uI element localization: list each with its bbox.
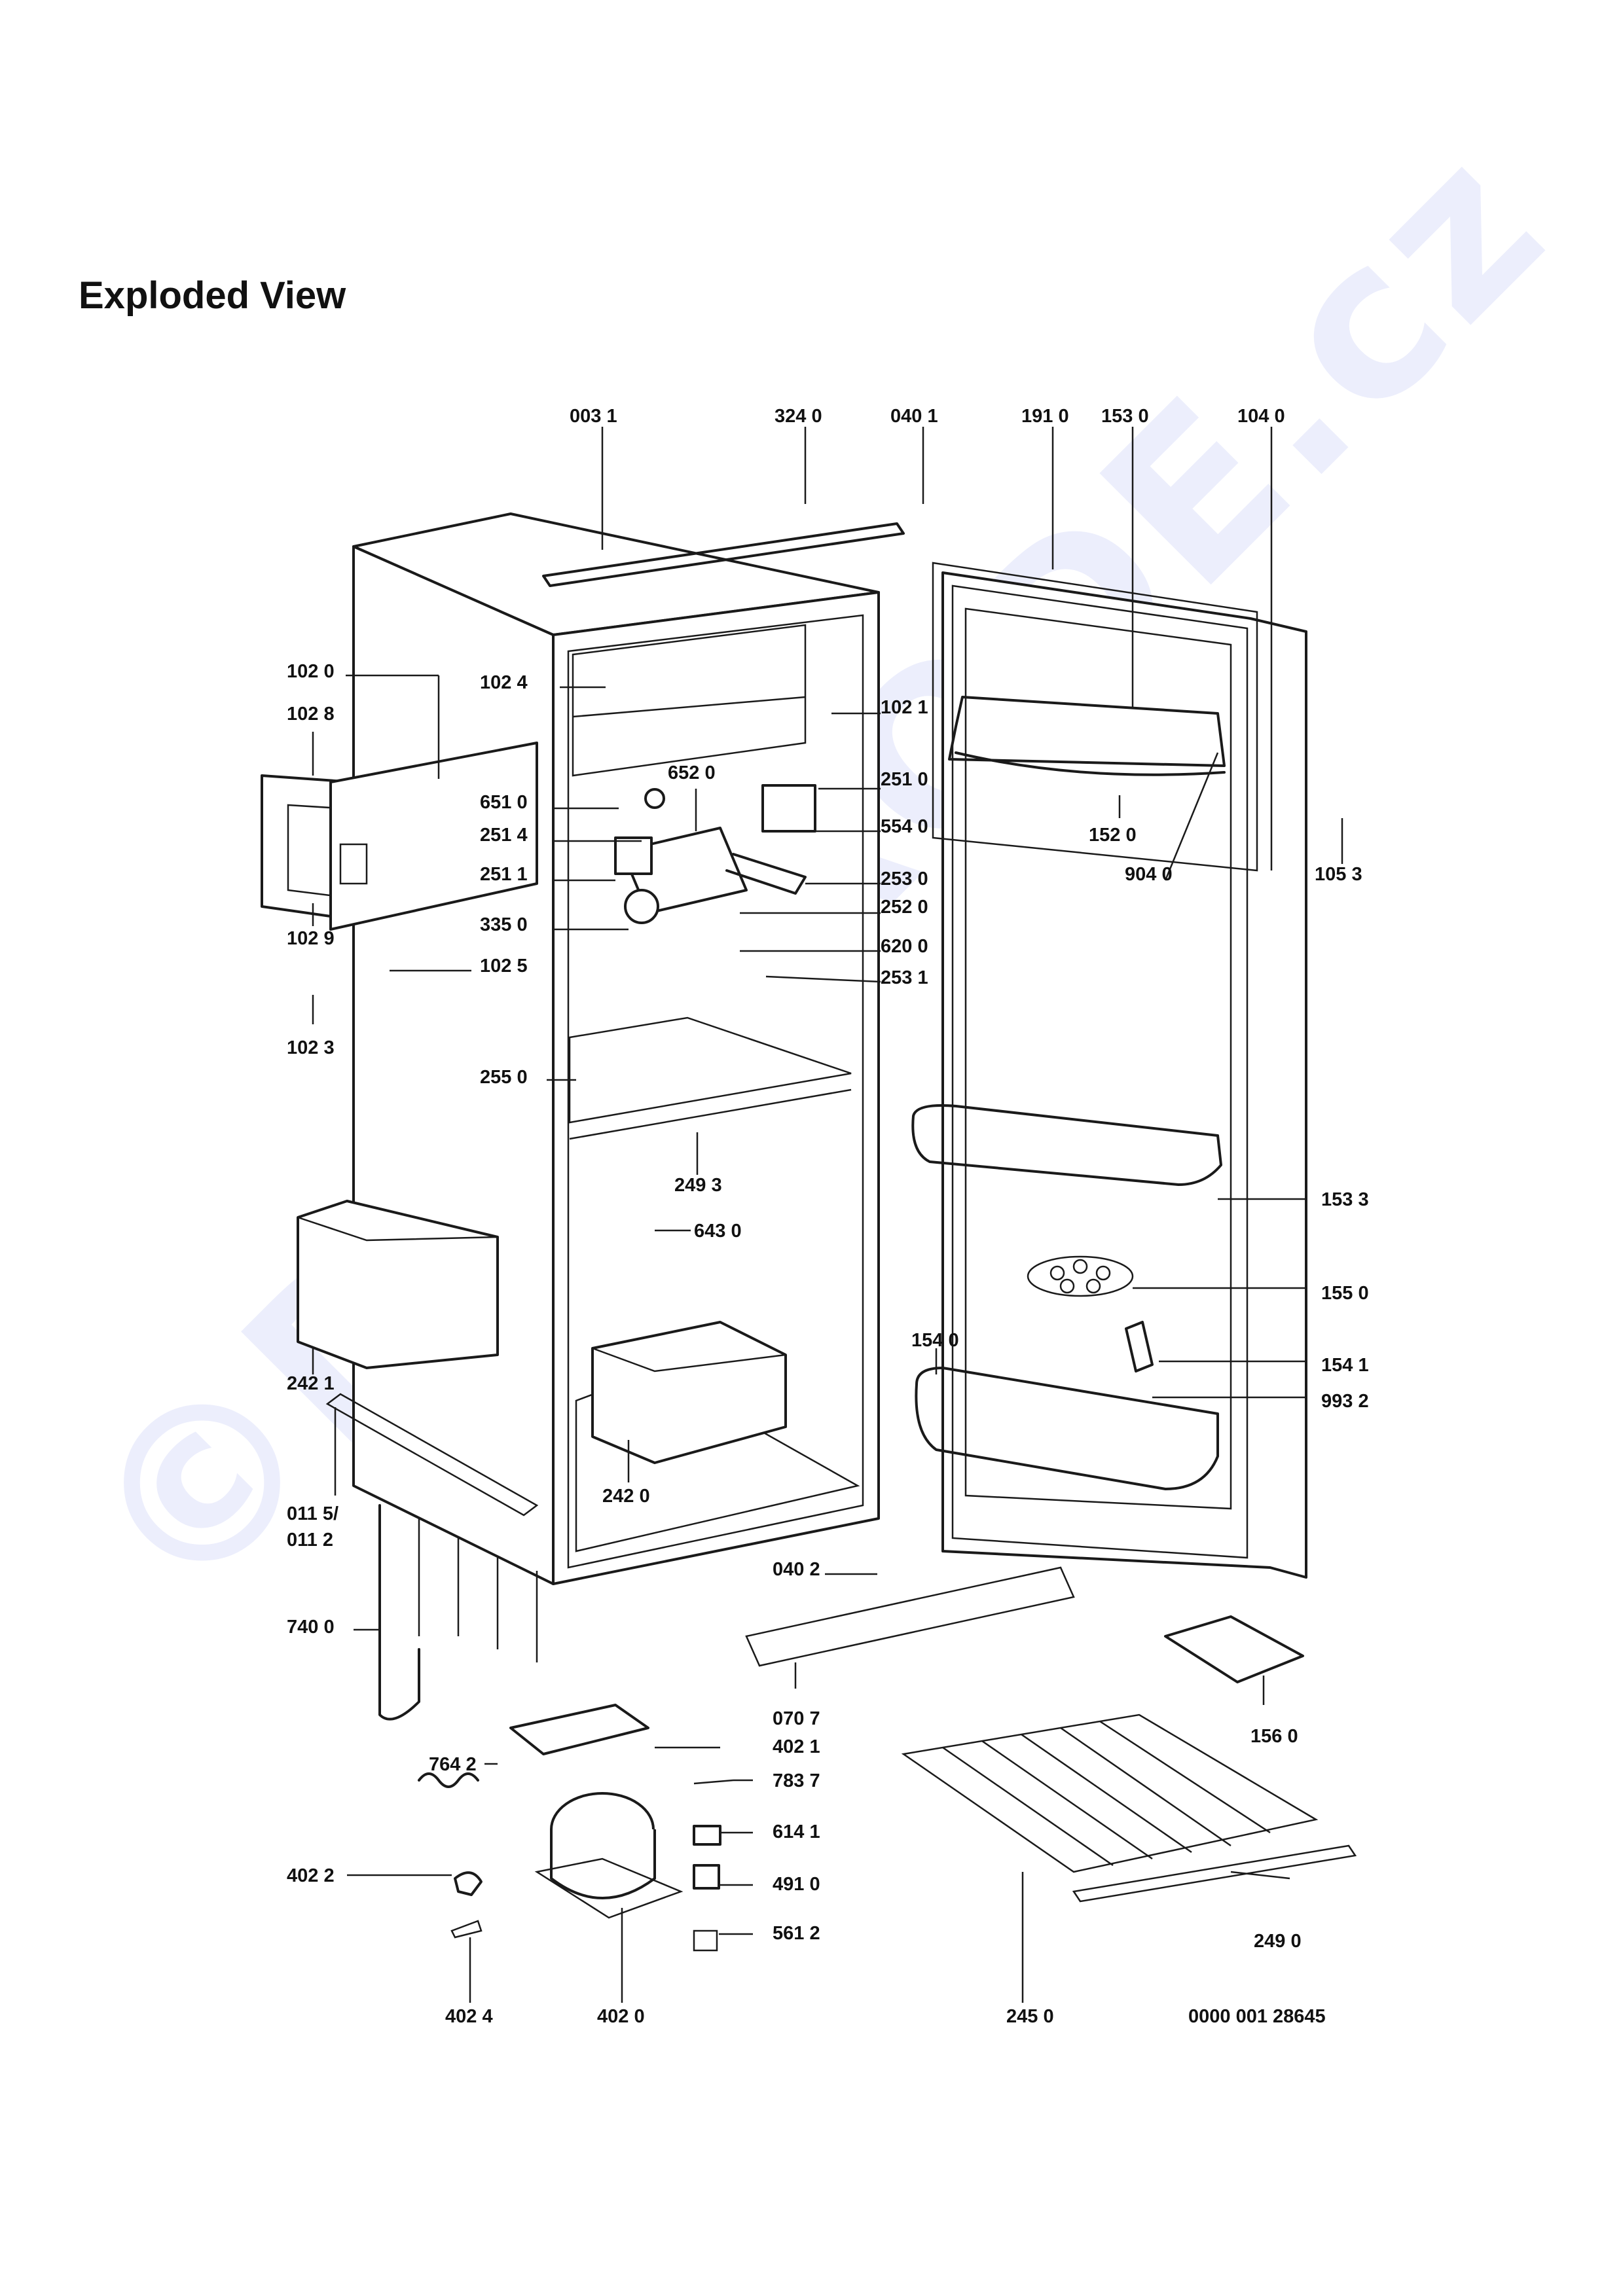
label-402-2: 402 2: [287, 1865, 335, 1886]
part-labels: 003 1 324 0 040 1 191 0 153 0 104 0 102 …: [287, 406, 1369, 2027]
label-402-0: 402 0: [597, 2006, 645, 2027]
label-104-0: 104 0: [1237, 406, 1285, 427]
label-402-4: 402 4: [445, 2006, 493, 2027]
label-153-3: 153 3: [1321, 1189, 1369, 1210]
label-040-1: 040 1: [890, 406, 938, 427]
label-242-1: 242 1: [287, 1373, 335, 1394]
label-335-0: 335 0: [480, 914, 528, 935]
label-102-1: 102 1: [881, 697, 928, 718]
door: [911, 562, 1307, 1579]
label-251-0: 251 0: [881, 769, 928, 790]
label-242-0: 242 0: [602, 1486, 650, 1507]
label-255-0: 255 0: [480, 1067, 528, 1088]
label-105-3: 105 3: [1315, 864, 1362, 885]
label-643-0: 643 0: [694, 1221, 742, 1242]
label-614-1: 614 1: [773, 1821, 820, 1842]
label-249-3: 249 3: [674, 1175, 722, 1196]
label-154-0: 154 0: [911, 1330, 959, 1351]
label-102-8: 102 8: [287, 704, 335, 725]
label-155-0: 155 0: [1321, 1283, 1369, 1304]
label-620-0: 620 0: [881, 936, 928, 957]
label-152-0: 152 0: [1089, 825, 1137, 846]
label-253-1: 253 1: [881, 967, 928, 988]
label-011-2: 011 2: [287, 1530, 333, 1551]
label-324-0: 324 0: [775, 406, 822, 427]
wire-shelf: [745, 1566, 1357, 1903]
label-245-0: 245 0: [1006, 2006, 1054, 2027]
label-003-1: 003 1: [570, 406, 617, 427]
page-title: Exploded View: [79, 274, 346, 317]
label-491-0: 491 0: [773, 1874, 820, 1895]
label-191-0: 191 0: [1021, 406, 1069, 427]
label-253-0: 253 0: [881, 869, 928, 889]
label-904-0: 904 0: [1125, 864, 1173, 885]
label-764-2: 764 2: [429, 1754, 477, 1775]
label-402-1: 402 1: [773, 1736, 820, 1757]
label-251-1: 251 1: [480, 864, 528, 885]
label-251-4: 251 4: [480, 825, 528, 846]
label-040-2: 040 2: [773, 1559, 820, 1580]
label-156-0: 156 0: [1250, 1726, 1298, 1747]
label-993-2: 993 2: [1321, 1391, 1369, 1412]
label-153-0: 153 0: [1101, 406, 1149, 427]
compressor-assembly: [325, 1393, 734, 1952]
label-102-3: 102 3: [287, 1037, 335, 1058]
label-102-9: 102 9: [287, 928, 335, 949]
label-154-1: 154 1: [1321, 1355, 1369, 1376]
drawers: [297, 1200, 787, 1464]
label-651-0: 651 0: [480, 792, 528, 813]
label-102-4: 102 4: [480, 672, 528, 693]
label-070-7: 070 7: [773, 1708, 820, 1729]
document-code: 0000 001 28645: [1188, 2006, 1326, 2027]
leader-lines: [312, 427, 1343, 2003]
label-249-0: 249 0: [1254, 1931, 1302, 1952]
label-252-0: 252 0: [881, 897, 928, 918]
thermostat-housing: [261, 742, 538, 931]
label-561-2: 561 2: [773, 1923, 820, 1944]
label-102-0: 102 0: [287, 661, 335, 682]
label-652-0: 652 0: [668, 762, 716, 783]
label-102-5: 102 5: [480, 956, 528, 977]
label-011-5: 011 5/: [287, 1503, 338, 1524]
label-554-0: 554 0: [881, 816, 928, 837]
label-783-7: 783 7: [773, 1770, 820, 1791]
label-740-0: 740 0: [287, 1617, 335, 1638]
thermostat-parts: [614, 784, 816, 924]
